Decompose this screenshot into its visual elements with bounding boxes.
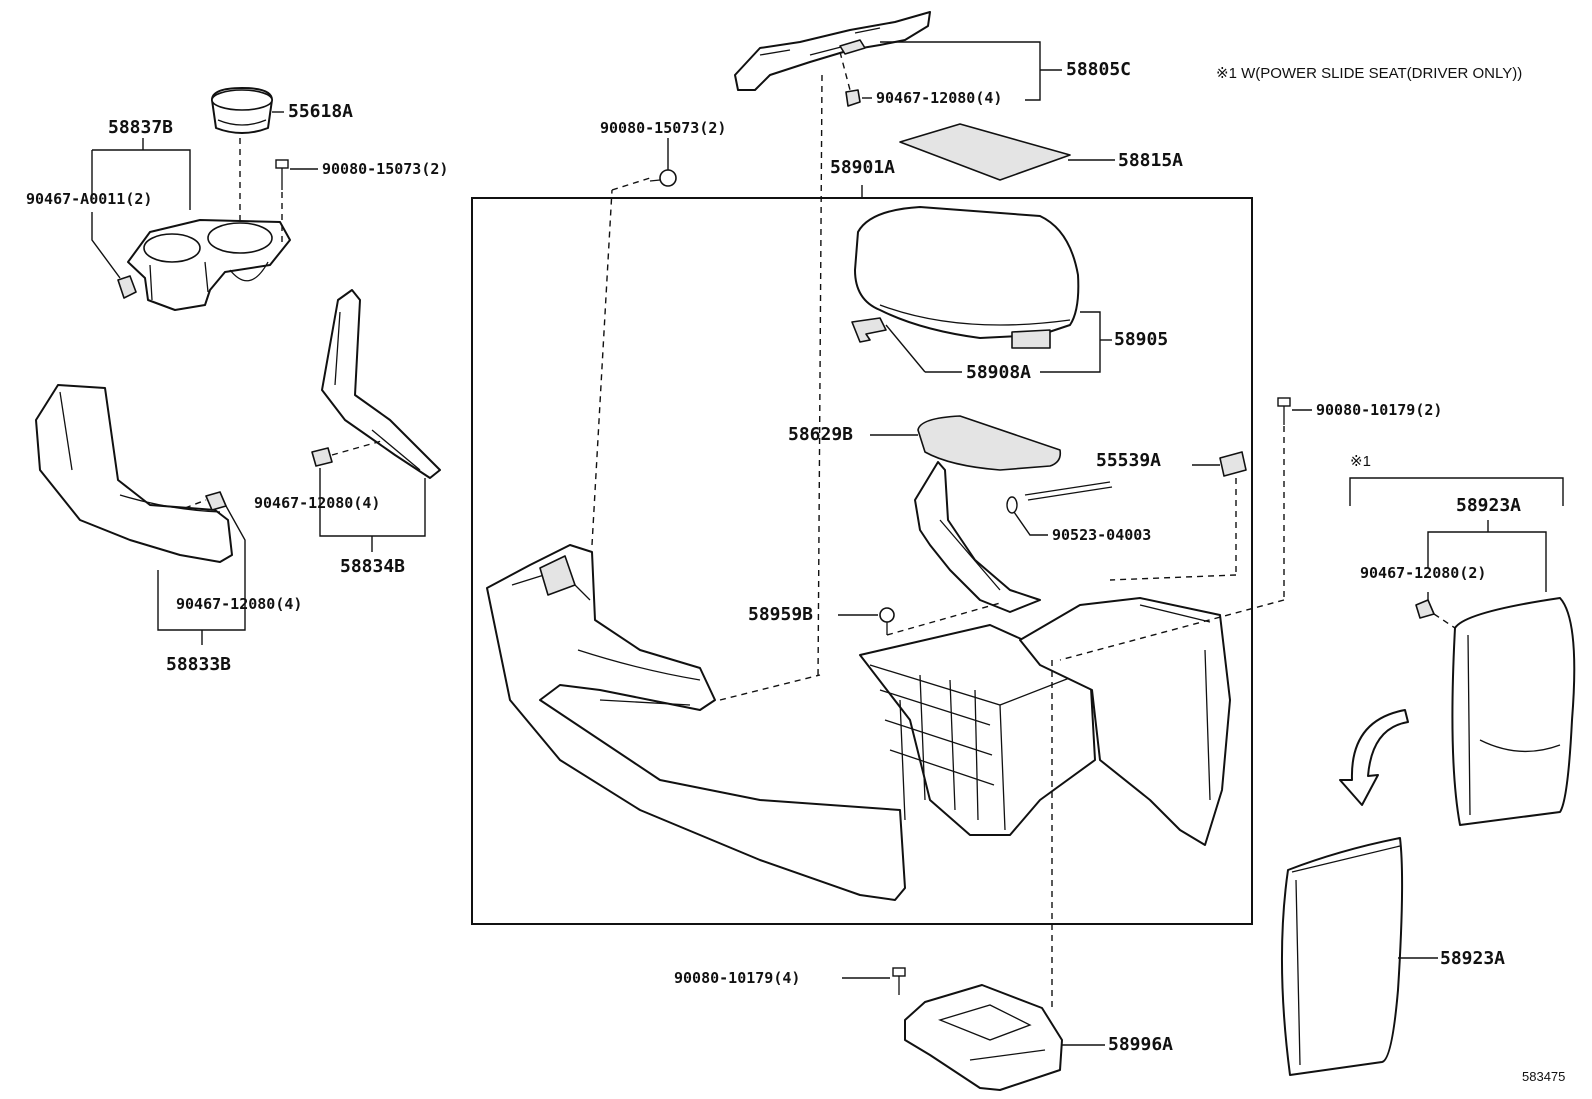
label-90467-12080-left: 90467-12080(4) [176, 595, 303, 613]
part-58833b-panel [35, 384, 233, 563]
label-58923a-top: 58923A [1456, 495, 1522, 516]
label-58834b: 58834B [340, 556, 406, 577]
label-58833b: 58833B [166, 654, 232, 675]
part-console-right-side [1019, 597, 1231, 846]
label-55539a: 55539A [1096, 450, 1162, 471]
label-90080-15073-left: 90080-15073(2) [322, 160, 449, 178]
clip-90467-left [205, 491, 227, 511]
part-58834b-panel [321, 289, 441, 479]
part-58805c-bracket [734, 11, 931, 91]
label-58901a: 58901A [830, 157, 896, 178]
clip-90523 [1006, 496, 1018, 514]
part-58629b-mat [917, 415, 1062, 471]
part-58996a-plate [904, 984, 1063, 1091]
clip-90467-top [845, 89, 861, 107]
bolt-90080-10179-right [1277, 397, 1291, 425]
label-58815a: 58815A [1118, 150, 1184, 171]
label-58805c: 58805C [1066, 59, 1132, 80]
part-58908a-hinge [851, 317, 887, 343]
clip-90467-mid [311, 447, 333, 467]
label-90523-04003: 90523-04003 [1052, 526, 1152, 544]
label-90467-12080-mid: 90467-12080(4) [254, 494, 381, 512]
label-58908a: 58908A [966, 362, 1032, 383]
label-58959b: 58959B [748, 604, 814, 625]
note-marker-1: ※1 [1350, 453, 1371, 470]
label-90080-15073-mid: 90080-15073(2) [600, 119, 727, 137]
label-55618a: 55618A [288, 101, 354, 122]
label-58629b: 58629B [788, 424, 854, 445]
note-power-slide-seat: ※1 W(POWER SLIDE SEAT(DRIVER ONLY)) [1216, 65, 1523, 82]
illustration-id: 583475 [1522, 1069, 1566, 1084]
label-90080-10179-right: 90080-10179(2) [1316, 401, 1443, 419]
part-console-inner-bracket [914, 461, 1041, 613]
label-90080-10179-bottom: 90080-10179(4) [674, 969, 801, 987]
label-90467-12080-top: 90467-12080(4) [876, 89, 1003, 107]
bolt-90080-15073-mid [649, 169, 677, 187]
part-55618a-cup [211, 87, 273, 134]
part-58837b-cupholder [127, 219, 291, 311]
label-58996a: 58996A [1108, 1034, 1174, 1055]
part-console-storage-box [859, 624, 1096, 836]
clip-90467-right [1415, 599, 1435, 619]
screw-58959b [879, 607, 895, 635]
label-58905: 58905 [1114, 329, 1169, 350]
label-90467-a0011: 90467-A0011(2) [26, 190, 153, 208]
part-58923a-lower [1280, 837, 1404, 1076]
part-58905-armrest [854, 206, 1080, 349]
part-58815a-pad [899, 123, 1071, 181]
rotation-arrow [1339, 709, 1409, 806]
bolt-90080-15073-left [275, 159, 289, 190]
bolt-90080-10179-bottom [892, 967, 906, 995]
label-58923a-bottom: 58923A [1440, 948, 1506, 969]
part-58923a-upper [1451, 597, 1576, 826]
part-console-left-side [486, 544, 906, 901]
clip-90467-a0011 [117, 275, 137, 299]
label-90467-12080-right: 90467-12080(2) [1360, 564, 1487, 582]
label-58837b: 58837B [108, 117, 174, 138]
part-55539a-cover [1219, 451, 1247, 477]
